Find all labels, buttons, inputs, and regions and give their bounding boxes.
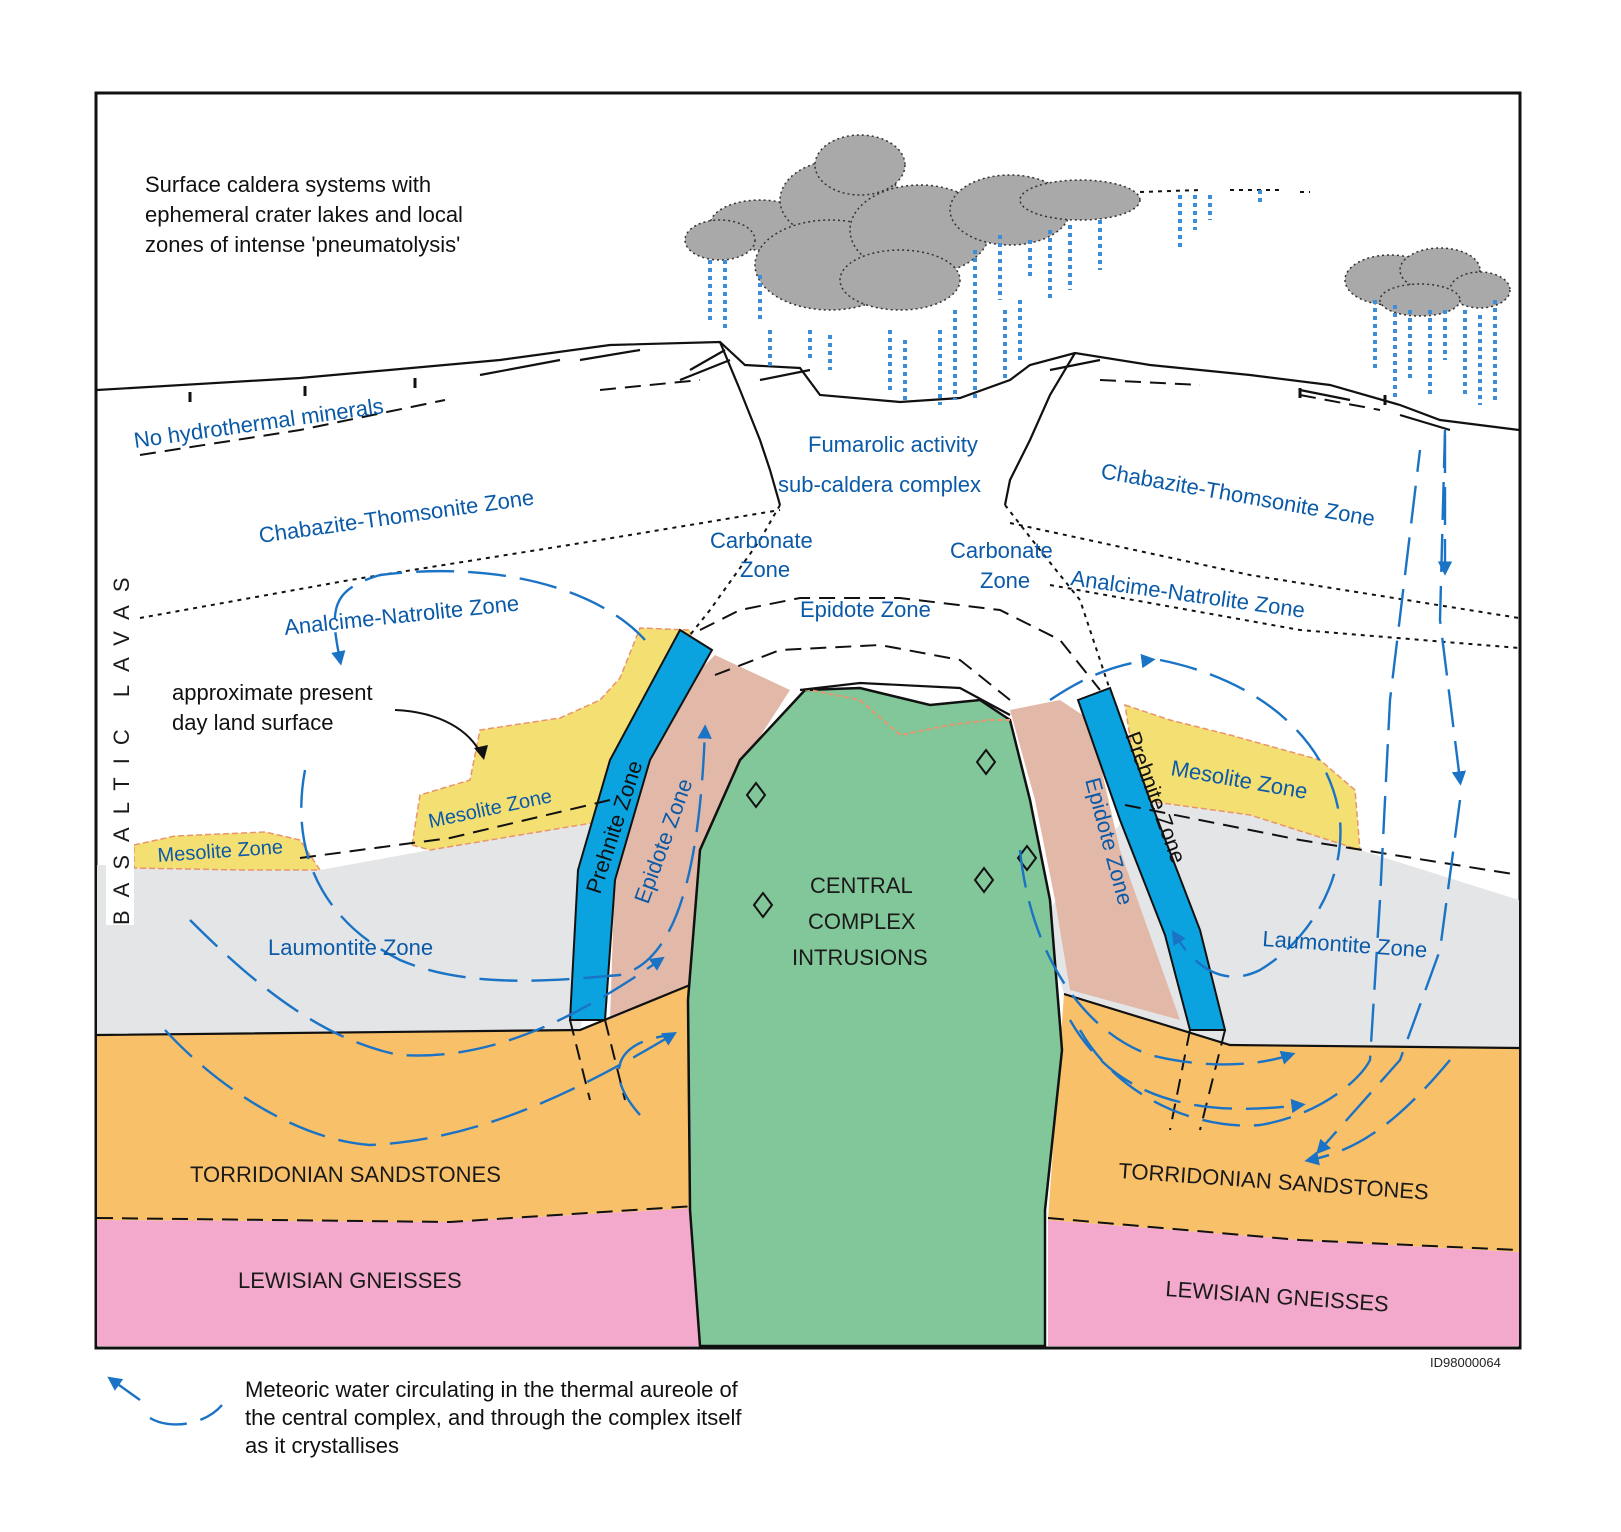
mesolite-base-right — [1124, 804, 1520, 876]
epidote-zone-top-boundary — [699, 597, 1101, 691]
legend-flow-arrow — [107, 1376, 141, 1401]
caldera-wall-left — [718, 341, 782, 506]
label-carbonate-right-1: Carbonate — [950, 538, 1053, 563]
lava-layering-dashes — [599, 379, 1381, 411]
label-present-day-1: approximate present — [172, 680, 373, 705]
caption-line-3: zones of intense 'pneumatolysis' — [145, 232, 460, 257]
cloud-small — [1344, 247, 1511, 317]
lewisian-gneiss-right — [1048, 1220, 1519, 1346]
chabazite-analcime-boundary-right — [1009, 522, 1520, 619]
mesolite-zone-far-left — [133, 831, 322, 871]
torridonian-sandstone-left — [97, 985, 695, 1222]
diamond-marker — [745, 781, 767, 809]
carbonate-boundary-right — [1004, 504, 1111, 691]
diamond-marker — [1016, 844, 1038, 872]
intrusion-top-outline — [805, 689, 1010, 737]
present-day-pointer-head — [474, 745, 488, 760]
legend-flow-curve — [149, 1404, 223, 1426]
label-epidote-top: Epidote Zone — [800, 597, 931, 622]
label-central-1: CENTRAL — [810, 873, 913, 898]
label-central-3: INTRUSIONS — [792, 945, 928, 970]
label-carbonate-left-2: Zone — [740, 557, 790, 582]
fault-ticks — [188, 378, 1387, 405]
no-hydrothermal-boundary — [139, 399, 446, 456]
legend-line-2: the central complex, and through the com… — [245, 1405, 742, 1430]
diamond-marker — [975, 748, 997, 776]
epidote-zone-right — [1010, 700, 1180, 1020]
prehnite-extension-left — [569, 1019, 626, 1101]
sandstone-gneiss-boundary-right — [1047, 1217, 1520, 1251]
caption-line-1: Surface caldera systems with — [145, 172, 431, 197]
sandstone-gneiss-boundary-left — [96, 1205, 696, 1224]
laumontite-sandstone-boundary-left — [96, 983, 691, 1037]
label-lewisian-left: LEWISIAN GNEISSES — [238, 1268, 462, 1293]
lava-layering-strokes — [479, 348, 1451, 432]
cloud-large — [684, 134, 1310, 311]
label-carbonate-right-2: Zone — [980, 568, 1030, 593]
label-carbonate-left-1: Carbonate — [710, 528, 813, 553]
mesolite-base-left — [299, 799, 611, 859]
legend-line-1: Meteoric water circulating in the therma… — [245, 1377, 739, 1402]
label-laumontite-left: Laumontite Zone — [268, 935, 433, 960]
caption-line-2: ephemeral crater lakes and local — [145, 202, 463, 227]
laumontite-sandstone-boundary-right — [1063, 992, 1520, 1050]
legend-line-3: as it crystallises — [245, 1433, 399, 1458]
surface-topography — [96, 340, 1520, 432]
lewisian-gneiss-left — [97, 1208, 700, 1346]
rain-streaks — [708, 190, 1497, 405]
label-fumarolic-2: sub-caldera complex — [778, 472, 981, 497]
meteoric-water-flow-paths — [164, 429, 1467, 1166]
laumontite-zone-left — [97, 820, 620, 1035]
label-torridonian-left: TORRIDONIAN SANDSTONES — [190, 1162, 501, 1187]
label-present-day-2: day land surface — [172, 710, 333, 735]
side-label-background — [106, 545, 134, 925]
diamond-marker — [973, 866, 995, 894]
label-central-2: COMPLEX — [808, 909, 916, 934]
side-label-basaltic-lavas: BASALTIC LAVAS — [109, 564, 134, 925]
caldera-wall-right — [1003, 352, 1076, 506]
analcime-lower-boundary-right — [1049, 584, 1520, 649]
central-complex-intrusion — [686, 686, 1064, 1348]
diamond-marker — [752, 891, 774, 919]
label-fumarolic-1: Fumarolic activity — [808, 432, 978, 457]
mesolite-zone-right — [1124, 703, 1361, 852]
intrusion-roof-line — [799, 681, 1011, 716]
prehnite-extension-right — [1169, 1029, 1226, 1131]
carbonate-boundary-left — [689, 504, 781, 636]
figure-id: ID98000064 — [1430, 1355, 1501, 1370]
